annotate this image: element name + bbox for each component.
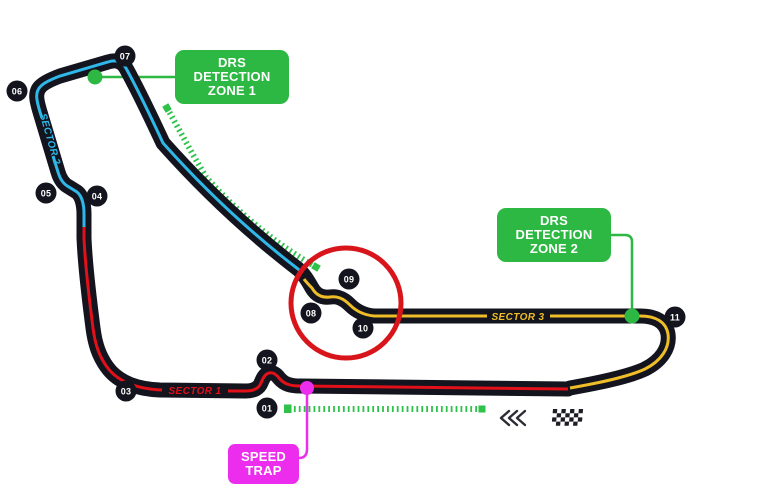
drs-zone-2-line-3: ZONE 2 bbox=[529, 241, 579, 257]
turn-marker-02: 02 bbox=[256, 349, 278, 371]
turn-marker-07: 07 bbox=[114, 45, 136, 67]
svg-text:07: 07 bbox=[120, 52, 131, 62]
direction-chevrons-icon bbox=[499, 409, 527, 427]
svg-text:04: 04 bbox=[92, 192, 103, 202]
svg-text:01: 01 bbox=[262, 404, 273, 414]
svg-text:09: 09 bbox=[344, 275, 355, 285]
svg-text:03: 03 bbox=[121, 387, 132, 397]
chicane-highlight-circle bbox=[288, 245, 404, 361]
sector-2-line bbox=[35, 59, 304, 275]
drs-detection-point-1 bbox=[87, 69, 103, 85]
turn-marker-09: 09 bbox=[338, 268, 360, 290]
turn-marker-06: 06 bbox=[6, 80, 28, 102]
sector-3-label: SECTOR 3 bbox=[491, 312, 544, 323]
drs-detection-zone-1-label: DRS DETECTION ZONE 1 bbox=[175, 50, 289, 104]
sector-1-label: SECTOR 1 bbox=[168, 386, 221, 397]
turn-marker-08: 08 bbox=[300, 302, 322, 324]
checkered-flag-icon bbox=[551, 409, 584, 426]
turn-marker-10: 10 bbox=[352, 317, 374, 339]
svg-text:10: 10 bbox=[358, 324, 369, 334]
turn-marker-05: 05 bbox=[35, 182, 57, 204]
turn-marker-03: 03 bbox=[115, 380, 137, 402]
turn-marker-04: 04 bbox=[86, 185, 108, 207]
drs-zone-2-connector bbox=[609, 233, 634, 310]
drs-detection-point-2 bbox=[624, 308, 640, 324]
drs-zone-1-line-3: ZONE 1 bbox=[207, 83, 257, 99]
speed-trap-point bbox=[300, 381, 314, 395]
svg-text:02: 02 bbox=[262, 356, 273, 366]
drs-zone-2-line-2: DETECTION bbox=[515, 226, 593, 242]
drs-zone-1-dotted-line bbox=[162, 103, 321, 272]
drs-zone-1-line-1: DRS bbox=[217, 54, 247, 70]
speed-trap-line-2: TRAP bbox=[245, 463, 282, 478]
speed-trap-connector bbox=[298, 388, 309, 460]
svg-text:08: 08 bbox=[306, 309, 317, 319]
drs-zone-2-line-1: DRS bbox=[539, 212, 569, 228]
svg-text:06: 06 bbox=[12, 87, 23, 97]
drs-zone-2-dotted-line bbox=[284, 404, 486, 413]
sector-3-line bbox=[302, 278, 670, 390]
speed-trap-label: SPEED TRAP bbox=[228, 444, 299, 484]
drs-detection-zone-2-label: DRS DETECTION ZONE 2 bbox=[497, 208, 611, 262]
svg-text:05: 05 bbox=[41, 189, 52, 199]
turn-marker-01: 01 bbox=[256, 397, 278, 419]
drs-zone-1-line-2: DETECTION bbox=[193, 68, 271, 84]
speed-trap-line-1: SPEED bbox=[240, 448, 287, 464]
turn-marker-11: 11 bbox=[664, 306, 686, 328]
svg-text:11: 11 bbox=[670, 313, 680, 323]
